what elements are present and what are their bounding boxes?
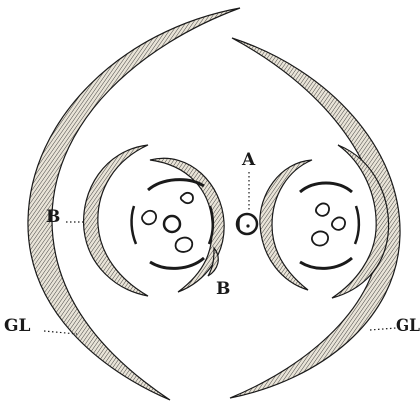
leader-gl-right — [370, 328, 396, 330]
petal-right-top — [300, 183, 352, 192]
petal-left-bottom — [150, 258, 204, 268]
label-gl-left: GL — [4, 316, 31, 336]
petal-left-top — [148, 180, 204, 190]
label-a: A — [241, 150, 256, 170]
petal-left-side — [132, 206, 136, 244]
petal-right-bottom — [300, 258, 352, 268]
label-b-lower: B — [216, 279, 230, 299]
label-gl-right: GL — [396, 316, 420, 336]
anther-left-3 — [176, 238, 193, 252]
ovary-left — [164, 216, 180, 232]
axis-a-center — [246, 224, 249, 227]
anther-left-1 — [181, 193, 193, 203]
label-b-left: B — [46, 207, 60, 227]
palea-right — [260, 160, 312, 290]
anther-right-3 — [312, 232, 328, 246]
anther-right-2 — [332, 217, 345, 229]
anther-left-2 — [142, 211, 156, 224]
anther-right-1 — [316, 203, 329, 215]
petal-right-side — [355, 206, 359, 244]
petal-left-side2 — [209, 206, 213, 244]
bract-left-outer — [84, 145, 148, 296]
